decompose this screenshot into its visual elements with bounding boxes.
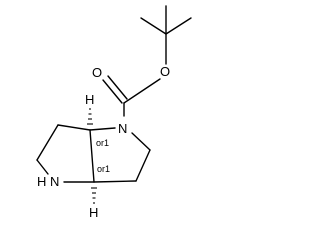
left-ring: [36, 124, 95, 183]
atom-nitrogen-ring: N: [118, 121, 127, 136]
bond-bridgehead-top-ch2: [57, 124, 91, 131]
bond-oxygen-carbonyl-carbon: [123, 78, 161, 104]
bond-ch2-nh: [36, 159, 49, 175]
stereo-label-top: or1: [96, 138, 109, 148]
atom-nitrogen-nh: N: [50, 174, 59, 189]
atom-oxygen-carbonyl: O: [92, 65, 102, 80]
tert-butyl-group: [140, 5, 192, 65]
atom-nitrogen-nh-hydrogen: H: [37, 174, 46, 189]
atom-stereo-hydrogen-bottom: H: [89, 205, 98, 220]
bond-bridgehead-top-nitrogen: [89, 127, 116, 131]
carbamate-group: [102, 75, 161, 117]
stereo-hash-top: [87, 108, 93, 125]
bond-bridgehead-bridgehead: [89, 129, 95, 183]
atom-oxygen-ester: O: [160, 64, 170, 79]
bond-tbu-methyl-left: [140, 17, 167, 35]
bond-carbonyl-double-b: [107, 75, 128, 100]
atom-stereo-hydrogen-top: H: [85, 92, 94, 107]
bond-tbu-methyl-right: [165, 17, 192, 35]
chemical-structure-diagram: O O N N H H H or1 or1: [36, 5, 192, 220]
right-ring: [89, 127, 151, 183]
bond-ch2-ch2-left: [36, 124, 59, 161]
stereo-label-bottom: or1: [97, 164, 110, 174]
bond-ch2-bridgehead-bottom: [93, 180, 137, 183]
bond-carbonyl-double-a: [102, 79, 123, 104]
stereo-hash-bottom: [91, 187, 97, 204]
bond-n-ch2-right: [131, 132, 151, 151]
bond-ch2-ch2-right: [135, 149, 151, 182]
